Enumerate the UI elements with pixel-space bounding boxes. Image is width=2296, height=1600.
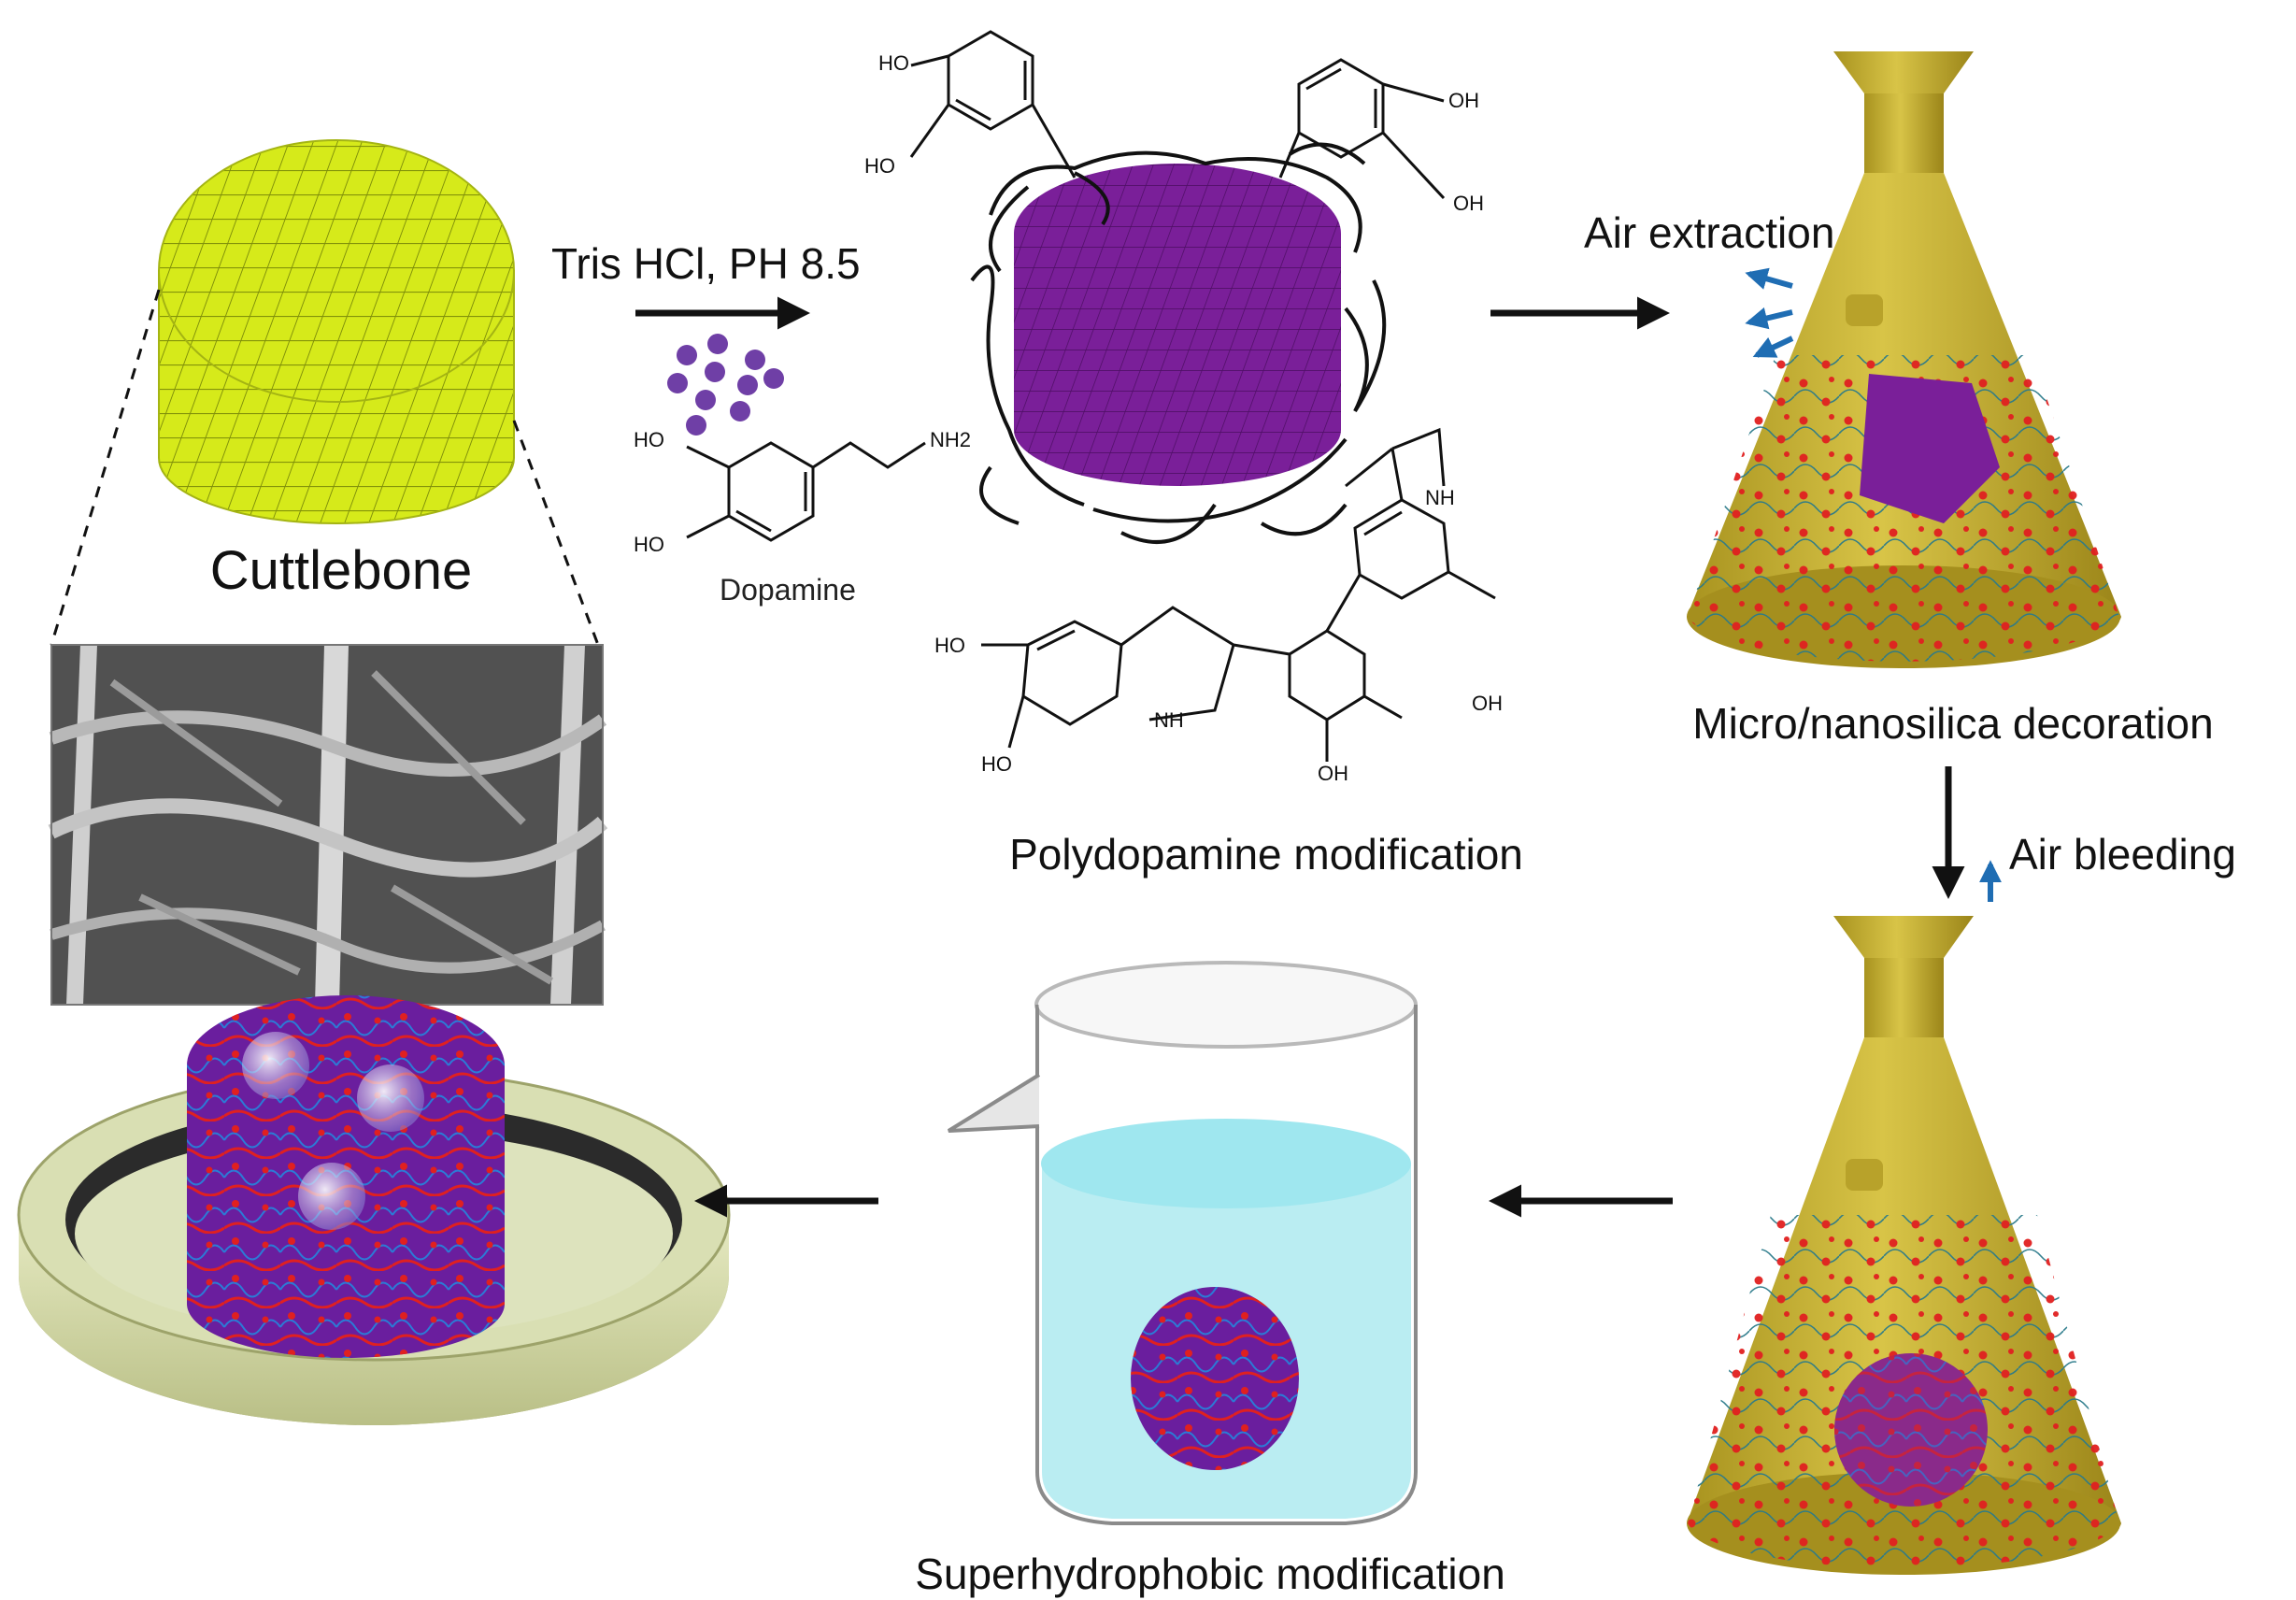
polydopamine-chains xyxy=(970,142,1387,544)
indole-nh-1: NH xyxy=(1425,486,1455,509)
dopamine-molecules xyxy=(667,334,784,436)
sem-micrograph xyxy=(48,644,608,1006)
polydopamine-cylinder xyxy=(1014,164,1341,486)
vacuum-flask-1 xyxy=(1687,51,2121,668)
zoom-line-left xyxy=(50,289,161,646)
air-extraction-arrows xyxy=(1745,267,1794,358)
water-droplet xyxy=(242,1032,309,1099)
pda-ho-1: HO xyxy=(878,51,909,75)
dopamine-ho-top: HO xyxy=(634,428,664,451)
vacuum-flask-2 xyxy=(1687,916,2121,1575)
indole-oh-2: OH xyxy=(1318,762,1348,785)
reaction-condition-label: Tris HCl, PH 8.5 xyxy=(551,239,861,288)
catechol-top-left xyxy=(909,30,1077,179)
water-droplet xyxy=(357,1064,424,1132)
beaker xyxy=(947,961,1418,1525)
air-extraction-label: Air extraction xyxy=(1584,208,1834,257)
indole-oh-1: OH xyxy=(1472,692,1503,715)
air-bleeding-label: Air bleeding xyxy=(2009,830,2236,879)
cuttlebone-label: Cuttlebone xyxy=(210,540,473,601)
water-droplet xyxy=(298,1163,365,1230)
polydopamine-modification-label: Polydopamine modification xyxy=(1009,830,1523,879)
pda-oh-1: OH xyxy=(1448,89,1479,112)
pda-ho-2: HO xyxy=(864,154,895,178)
zoom-line-right xyxy=(512,420,600,646)
indole-ho-1: HO xyxy=(934,634,965,657)
micro-nanosilica-decoration-label: Micro/nanosilica decoration xyxy=(1692,699,2213,748)
catechol-top-right xyxy=(1278,58,1446,200)
dopamine-label: Dopamine xyxy=(720,573,856,607)
indole-ho-2: HO xyxy=(981,752,1012,776)
cuttlebone-cylinder xyxy=(158,139,515,524)
indole-structures xyxy=(981,427,1496,762)
dopamine-structure xyxy=(686,441,926,542)
dopamine-ho-bottom: HO xyxy=(634,533,664,556)
superhydrophobic-modification-label: Superhydrophobic modification xyxy=(915,1550,1505,1598)
pda-oh-2: OH xyxy=(1453,192,1484,215)
indole-nh-2: NH xyxy=(1154,708,1184,732)
dopamine-nh2: NH2 xyxy=(930,428,971,451)
